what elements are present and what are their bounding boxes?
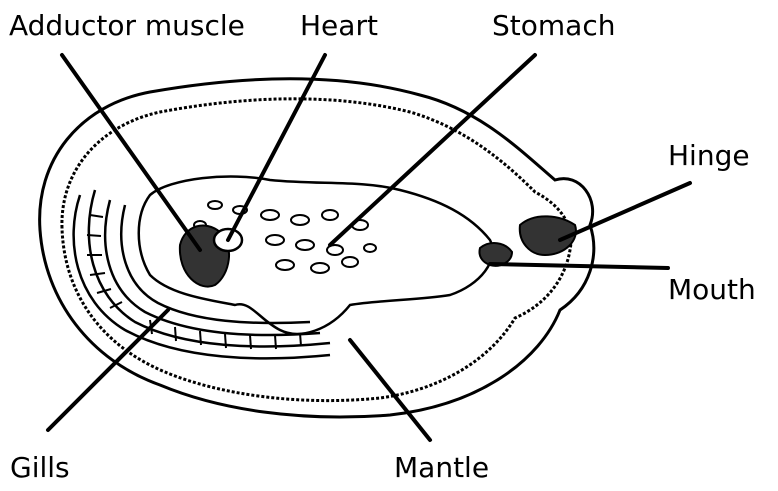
leader-mouth [490, 264, 668, 268]
leader-hinge [560, 183, 690, 240]
label-adductor-muscle: Adductor muscle [9, 10, 245, 42]
leader-adductor [62, 55, 200, 250]
label-mantle: Mantle [394, 452, 489, 484]
leader-gills [48, 310, 168, 430]
label-hinge: Hinge [668, 140, 750, 172]
label-mouth: Mouth [668, 274, 756, 306]
label-stomach: Stomach [492, 10, 615, 42]
label-gills: Gills [10, 452, 70, 484]
label-heart: Heart [300, 10, 378, 42]
